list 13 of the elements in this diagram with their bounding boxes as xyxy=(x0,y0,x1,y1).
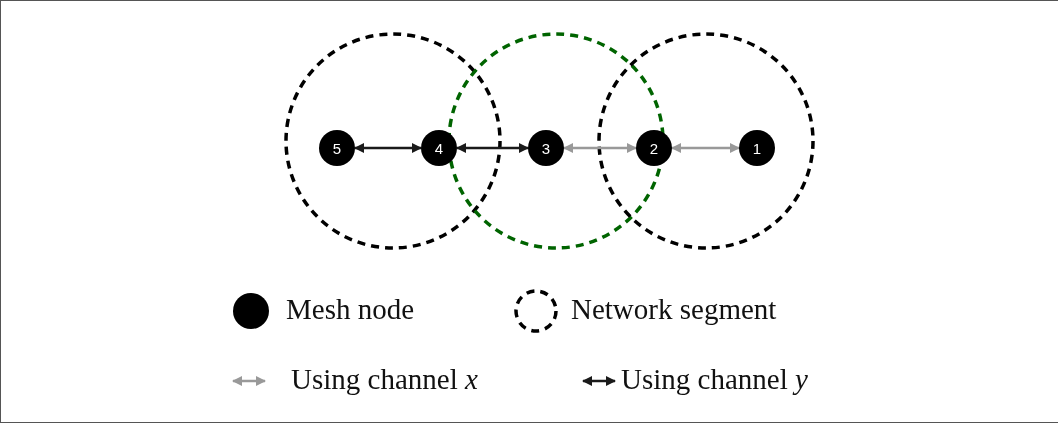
mesh-node: 3 xyxy=(528,130,564,166)
legend-label: Mesh node xyxy=(286,292,415,326)
mesh-node: 5 xyxy=(319,130,355,166)
double-arrow xyxy=(671,143,740,153)
legend-label: Network segment xyxy=(571,292,777,326)
legend-label: Using channel y xyxy=(621,362,808,396)
double-arrow xyxy=(354,143,422,153)
legend-label: Using channel x xyxy=(291,362,478,396)
mesh-node: 1 xyxy=(739,130,775,166)
double-arrow xyxy=(563,143,637,153)
double-arrow xyxy=(456,143,529,153)
mesh-node: 2 xyxy=(636,130,672,166)
mesh-node: 4 xyxy=(421,130,457,166)
